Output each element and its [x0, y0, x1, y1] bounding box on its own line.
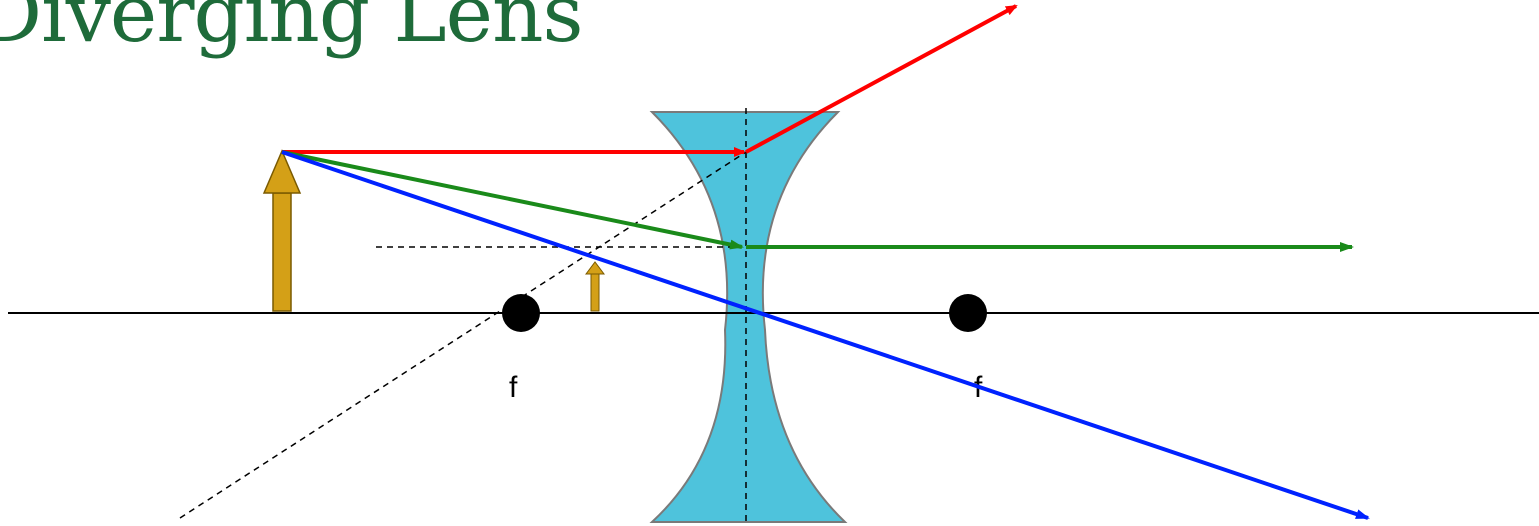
red-ray-refracted [745, 4, 1018, 154]
virtual-ray-extension [179, 151, 747, 519]
focal-point-right [949, 294, 987, 332]
object-arrow [262, 149, 302, 312]
diverging-lens [649, 111, 848, 523]
page-title: Diverging Lens [0, 0, 584, 60]
blue-ray-center [281, 150, 1370, 520]
focal-label-left: f [509, 371, 518, 404]
image-arrow [585, 261, 605, 312]
green-ray-incident [281, 150, 744, 250]
focal-point-left [502, 294, 540, 332]
